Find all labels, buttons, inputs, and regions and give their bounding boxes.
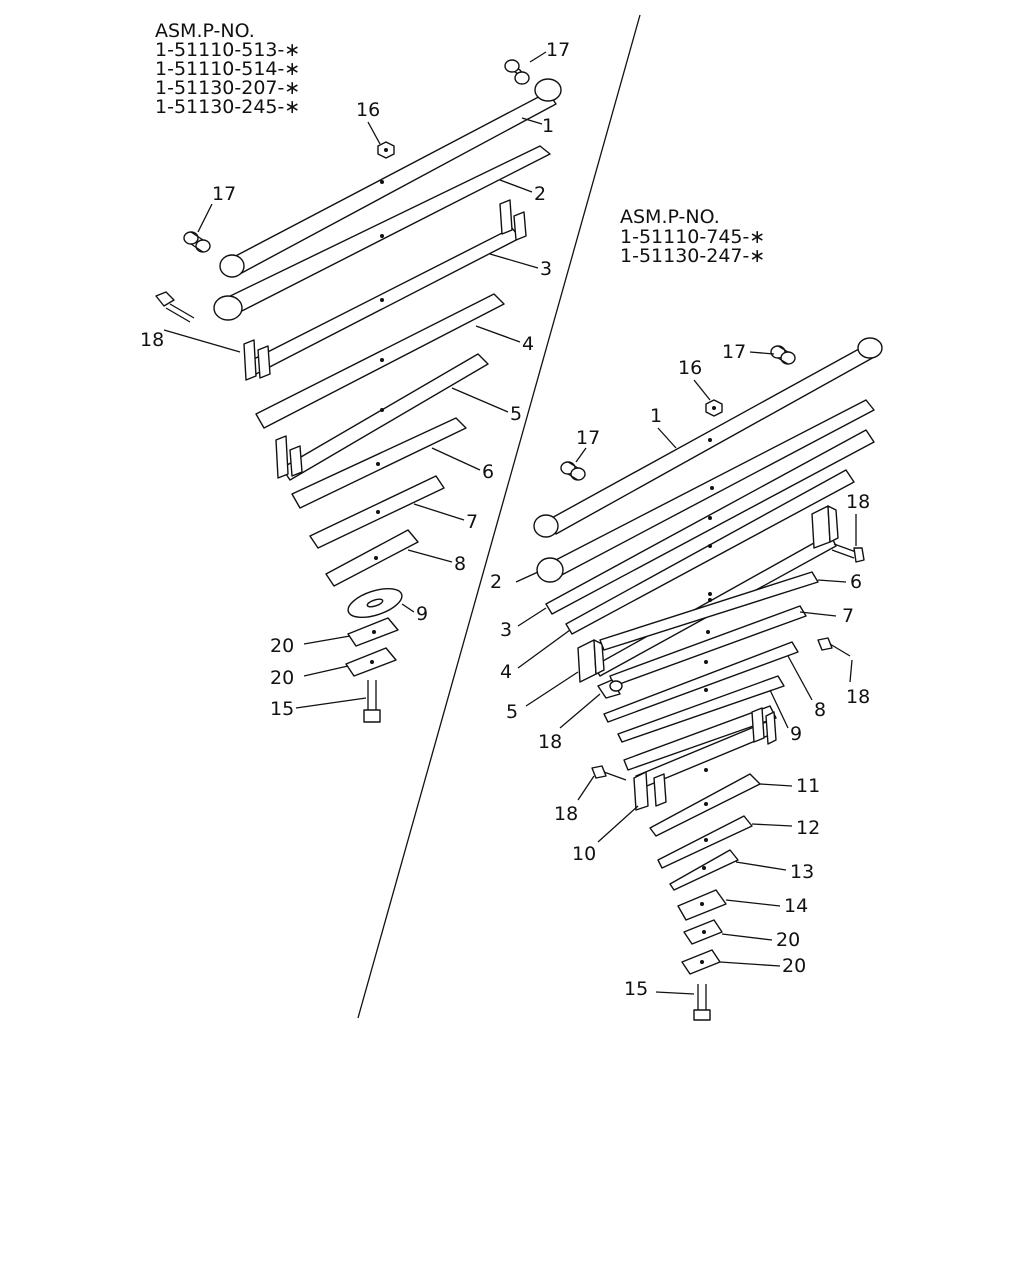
- left-bushing-17-left: [183, 231, 211, 253]
- left-leaf-5: [275, 353, 489, 481]
- right-callout: 9: [790, 723, 802, 745]
- left-asm-part-number: 1-51110-514-∗: [155, 58, 300, 80]
- left-callout: 3: [540, 258, 552, 280]
- right-callout: 14: [784, 895, 808, 917]
- left-callout: 20: [270, 635, 294, 657]
- left-callout: 8: [454, 553, 466, 575]
- right-callout: 18: [846, 686, 870, 708]
- left-asm-heading: ASM.P-NO.: [155, 20, 255, 42]
- right-callout: 6: [850, 571, 862, 593]
- right-bushing-17-left: [560, 461, 586, 481]
- left-asm-part-number: 1-51130-245-∗: [155, 96, 300, 118]
- right-plate-20-upper: [683, 919, 723, 945]
- right-callout: 20: [776, 929, 800, 951]
- right-callout: 3: [500, 619, 512, 641]
- right-plate-14: [677, 889, 727, 921]
- right-asm-part-number: 1-51130-247-∗: [620, 245, 765, 267]
- left-nut-16: [377, 141, 395, 159]
- right-callout: 1: [650, 405, 662, 427]
- right-bolt-18-upper: [831, 543, 865, 563]
- right-leaf-3: [545, 429, 875, 615]
- right-callout: 13: [790, 861, 814, 883]
- left-callout: 5: [510, 403, 522, 425]
- left-callout: 9: [416, 603, 428, 625]
- right-asm-part-number: 1-51110-745-∗: [620, 226, 765, 248]
- right-callout: 7: [842, 605, 854, 627]
- right-callout: 12: [796, 817, 820, 839]
- right-callout: 4: [500, 661, 512, 683]
- right-callout: 16: [678, 357, 702, 379]
- left-asm-part-number: 1-51110-513-∗: [155, 39, 300, 61]
- right-callout: 8: [814, 699, 826, 721]
- right-leaf-12: [657, 815, 753, 869]
- left-callout: 4: [522, 333, 534, 355]
- left-callout: 6: [482, 461, 494, 483]
- left-assembly: ASM.P-NO. 1-51110-513-∗ 1-51110-514-∗ 1-…: [140, 20, 570, 723]
- right-clip-10: [623, 705, 777, 811]
- left-callout: 15: [270, 698, 294, 720]
- right-callout: 10: [572, 843, 596, 865]
- right-plate-20-lower: [681, 949, 721, 975]
- left-leaf-1: [219, 78, 562, 278]
- left-plate-20-lower: [345, 647, 397, 677]
- right-leaf-2: [536, 399, 875, 583]
- left-leaf-2: [213, 145, 551, 321]
- left-asm-part-number: 1-51130-207-∗: [155, 77, 300, 99]
- left-callout: 16: [356, 99, 380, 121]
- right-callout: 11: [796, 775, 820, 797]
- right-leaf-8: [603, 641, 799, 723]
- right-nut-16: [705, 399, 723, 417]
- left-center-bolt-15: [363, 680, 381, 723]
- left-callout: 2: [534, 183, 546, 205]
- left-leaf-3: [243, 199, 527, 381]
- left-leaf-8: [325, 529, 419, 587]
- right-asm-heading: ASM.P-NO.: [620, 206, 720, 228]
- left-leaf-6: [291, 417, 467, 509]
- right-leaf-1: [533, 337, 883, 538]
- left-bolt-18: [155, 291, 195, 323]
- right-bolt-18-lower: [591, 765, 627, 781]
- divider-line: [357, 14, 641, 1019]
- right-bolt-18-left: [597, 679, 623, 699]
- right-bolt-18-mid: [817, 637, 851, 657]
- right-callout: 18: [846, 491, 870, 513]
- left-callout: 1: [542, 115, 554, 137]
- right-assembly: ASM.P-NO. 1-51110-745-∗ 1-51130-247-∗: [490, 206, 883, 1021]
- left-bushing-17-top: [504, 59, 530, 85]
- left-pad-9: [347, 587, 403, 619]
- right-bushing-17-top: [770, 345, 796, 365]
- left-callout: 20: [270, 667, 294, 689]
- right-leaf-13: [669, 849, 739, 891]
- left-leaf-7: [309, 475, 445, 549]
- left-callout: 7: [466, 511, 478, 533]
- left-leaf-4: [255, 293, 505, 429]
- right-callout: 2: [490, 571, 502, 593]
- right-callout: 20: [782, 955, 806, 977]
- left-callout: 18: [140, 329, 164, 351]
- right-leaf-6: [599, 571, 819, 651]
- right-leaf-9: [617, 675, 785, 743]
- right-center-bolt-15: [693, 984, 711, 1021]
- right-callout: 18: [554, 803, 578, 825]
- right-callout: 18: [538, 731, 562, 753]
- left-callout: 17: [212, 183, 236, 205]
- left-callout: 17: [546, 39, 570, 61]
- left-plate-20-upper: [347, 617, 399, 647]
- right-callout: 17: [576, 427, 600, 449]
- right-callout: 15: [624, 978, 648, 1000]
- right-callout: 5: [506, 701, 518, 723]
- right-callout: 17: [722, 341, 746, 363]
